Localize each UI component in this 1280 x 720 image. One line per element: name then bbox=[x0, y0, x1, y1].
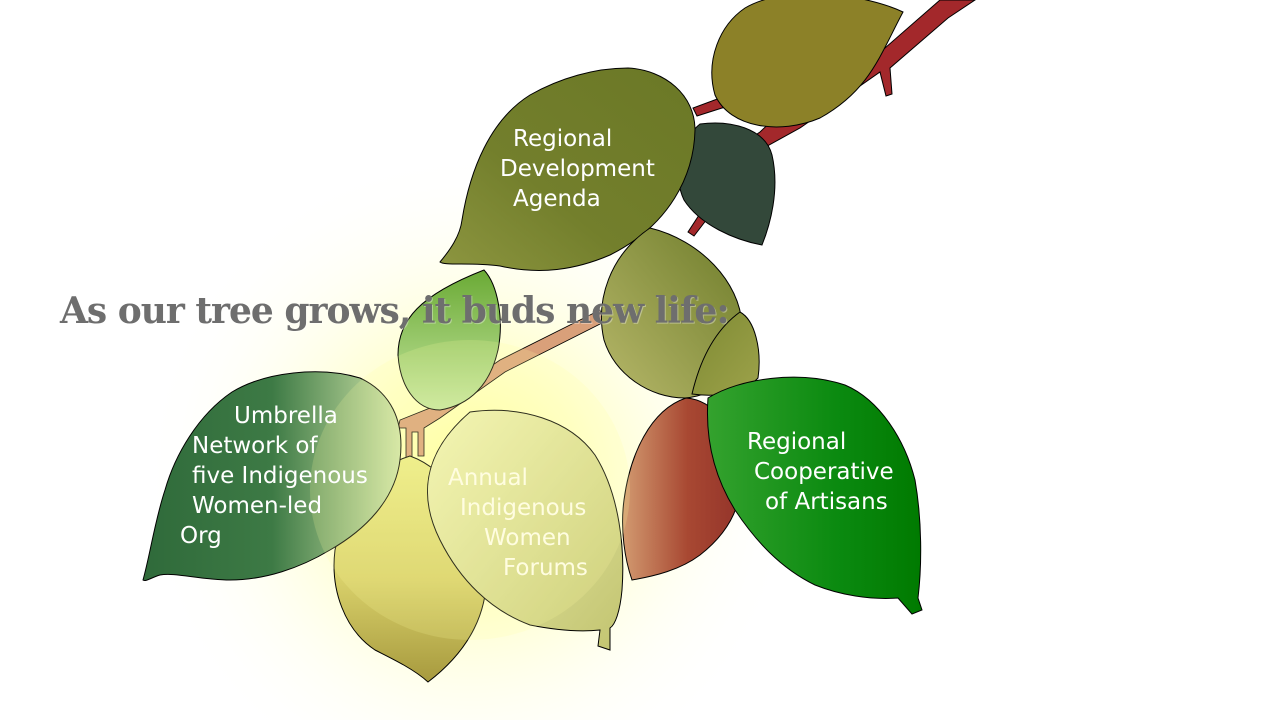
label-regional-development: Regional Development Agenda bbox=[500, 124, 655, 214]
leaf-regional-development bbox=[439, 67, 696, 271]
leaf-gold bbox=[711, 0, 904, 128]
leaf-artisans-cooperative bbox=[707, 376, 923, 615]
label-line: Women bbox=[484, 525, 571, 551]
label-line: Network of bbox=[192, 433, 318, 459]
leaf-indigenous-forums bbox=[427, 409, 624, 651]
label-line: Agenda bbox=[513, 186, 601, 212]
label-line: Cooperative bbox=[754, 459, 894, 485]
label-line: Umbrella bbox=[234, 403, 338, 429]
label-indigenous-forums: Annual Indigenous Women Forums bbox=[448, 463, 588, 583]
glow-overlay bbox=[310, 340, 630, 640]
label-line: Annual bbox=[448, 465, 528, 491]
label-line: Regional bbox=[513, 126, 613, 152]
label-line: Women-led bbox=[192, 493, 323, 519]
label-line: five Indigenous bbox=[192, 463, 368, 489]
label-line: Regional bbox=[747, 429, 847, 455]
label-line: Org bbox=[180, 523, 222, 549]
label-line: of Artisans bbox=[765, 489, 888, 515]
label-line: Forums bbox=[503, 555, 588, 581]
label-line: Indigenous bbox=[460, 495, 587, 521]
label-line: Development bbox=[500, 156, 655, 182]
leaf-light-green bbox=[397, 269, 501, 411]
label-umbrella-network: Umbrella Network of five Indigenous Wome… bbox=[180, 401, 368, 551]
headline: As our tree grows, it buds new life: bbox=[60, 290, 730, 332]
label-artisans-cooperative: Regional Cooperative of Artisans bbox=[747, 427, 894, 517]
leaf-umbrella-network bbox=[142, 371, 402, 581]
